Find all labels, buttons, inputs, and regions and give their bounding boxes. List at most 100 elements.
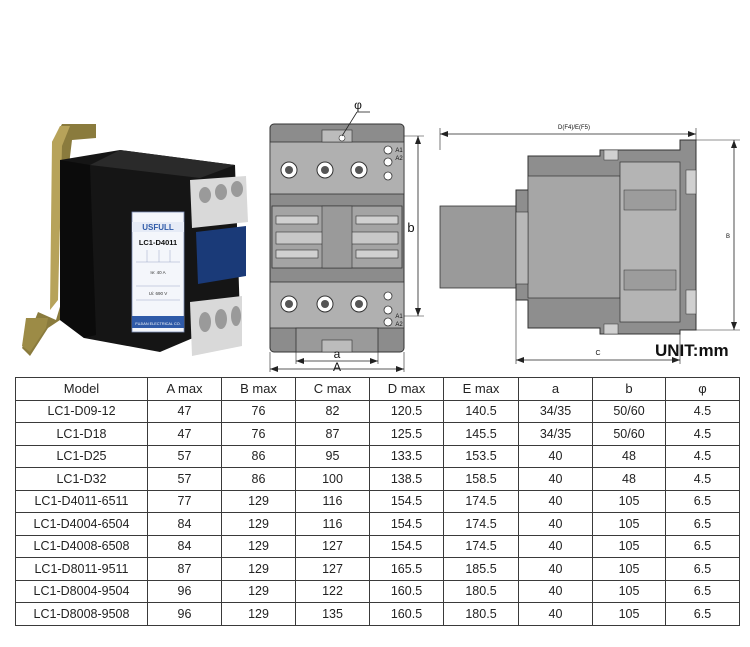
photo-maker-line: FUJIAN ELECTRICAL CO. bbox=[135, 322, 180, 326]
terminal-label-a1-top: A1 bbox=[395, 148, 403, 154]
model-cell: LC1-D4011-6511 bbox=[15, 489, 148, 513]
model-cell: LC1-D18 bbox=[15, 422, 148, 446]
table-cell: 174.5 bbox=[443, 489, 519, 513]
table-cell: 6.5 bbox=[665, 534, 740, 558]
table-cell: 105 bbox=[592, 512, 666, 536]
table-cell: 154.5 bbox=[369, 512, 444, 536]
table-cell: 50/60 bbox=[592, 399, 666, 423]
table-cell: 129 bbox=[221, 602, 296, 626]
table-cell: 105 bbox=[592, 534, 666, 558]
model-cell: LC1-D25 bbox=[15, 444, 148, 468]
table-cell: 77 bbox=[147, 489, 222, 513]
dim-label-phi: φ bbox=[354, 98, 362, 112]
photo-brand-label: USFULL bbox=[142, 223, 174, 232]
table-cell: 127 bbox=[295, 557, 370, 581]
front-view-drawing: A1 A2 A1 A2 φ b a A bbox=[269, 98, 424, 372]
table-cell: 4.5 bbox=[665, 444, 740, 468]
table-cell: 50/60 bbox=[592, 422, 666, 446]
table-cell: 116 bbox=[295, 489, 370, 513]
contactor-photo: USFULL LC1-D4011 Ie: 40 A Ui: 690 V FUJI… bbox=[22, 124, 248, 356]
table-cell: 100 bbox=[295, 467, 370, 491]
dim-label-b: b bbox=[407, 220, 414, 235]
table-cell: 133.5 bbox=[369, 444, 444, 468]
terminal-label-a2-top: A2 bbox=[395, 156, 403, 162]
table-cell: 185.5 bbox=[443, 557, 519, 581]
table-cell: 129 bbox=[221, 579, 296, 603]
table-cell: 105 bbox=[592, 602, 666, 626]
table-cell: 48 bbox=[592, 444, 666, 468]
table-cell: 145.5 bbox=[443, 422, 519, 446]
table-cell: 4.5 bbox=[665, 422, 740, 446]
table-cell: 86 bbox=[221, 444, 296, 468]
table-cell: 57 bbox=[147, 467, 222, 491]
table-cell: 95 bbox=[295, 444, 370, 468]
column-header: B max bbox=[221, 377, 296, 401]
model-cell: LC1-D4004-6504 bbox=[15, 512, 148, 536]
column-header: E max bbox=[443, 377, 519, 401]
dim-label-A: A bbox=[333, 360, 341, 372]
table-cell: 160.5 bbox=[369, 579, 444, 603]
column-header: C max bbox=[295, 377, 370, 401]
table-cell: 154.5 bbox=[369, 534, 444, 558]
table-cell: 87 bbox=[295, 422, 370, 446]
table-cell: 129 bbox=[221, 534, 296, 558]
table-cell: 40 bbox=[518, 444, 593, 468]
table-cell: 40 bbox=[518, 467, 593, 491]
table-cell: 40 bbox=[518, 602, 593, 626]
dim-label-d-e: D(F4)/E(F5) bbox=[558, 125, 590, 131]
table-cell: 6.5 bbox=[665, 489, 740, 513]
table-cell: 165.5 bbox=[369, 557, 444, 581]
table-cell: 6.5 bbox=[665, 512, 740, 536]
table-cell: 6.5 bbox=[665, 579, 740, 603]
table-cell: 82 bbox=[295, 399, 370, 423]
table-cell: 180.5 bbox=[443, 602, 519, 626]
table-cell: 129 bbox=[221, 557, 296, 581]
table-cell: 40 bbox=[518, 512, 593, 536]
photo-spec-line-1: Ie: 40 A bbox=[150, 270, 165, 275]
model-cell: LC1-D32 bbox=[15, 467, 148, 491]
table-cell: 34/35 bbox=[518, 399, 593, 423]
table-cell: 129 bbox=[221, 489, 296, 513]
table-cell: 48 bbox=[592, 467, 666, 491]
table-cell: 129 bbox=[221, 512, 296, 536]
unit-label: UNIT:mm bbox=[655, 341, 729, 360]
side-view-drawing: D(F4)/E(F5) B C bbox=[439, 125, 740, 364]
table-cell: 160.5 bbox=[369, 602, 444, 626]
table-cell: 76 bbox=[221, 399, 296, 423]
table-cell: 135 bbox=[295, 602, 370, 626]
table-cell: 127 bbox=[295, 534, 370, 558]
table-cell: 40 bbox=[518, 489, 593, 513]
table-cell: 180.5 bbox=[443, 579, 519, 603]
table-cell: 120.5 bbox=[369, 399, 444, 423]
table-cell: 125.5 bbox=[369, 422, 444, 446]
table-cell: 84 bbox=[147, 512, 222, 536]
terminal-label-a1-bottom: A1 bbox=[395, 314, 403, 320]
table-cell: 6.5 bbox=[665, 557, 740, 581]
column-header: a bbox=[518, 377, 593, 401]
table-cell: 40 bbox=[518, 579, 593, 603]
table-cell: 105 bbox=[592, 579, 666, 603]
column-header: D max bbox=[369, 377, 444, 401]
table-cell: 153.5 bbox=[443, 444, 519, 468]
model-cell: LC1-D4008-6508 bbox=[15, 534, 148, 558]
table-cell: 122 bbox=[295, 579, 370, 603]
table-cell: 140.5 bbox=[443, 399, 519, 423]
table-cell: 47 bbox=[147, 422, 222, 446]
table-cell: 105 bbox=[592, 557, 666, 581]
photo-model-label: LC1-D4011 bbox=[139, 238, 177, 247]
table-cell: 34/35 bbox=[518, 422, 593, 446]
photo-spec-line-2: Ui: 690 V bbox=[149, 291, 168, 296]
dim-label-C: C bbox=[595, 350, 600, 357]
dim-label-a: a bbox=[334, 347, 341, 361]
table-cell: 40 bbox=[518, 534, 593, 558]
table-cell: 174.5 bbox=[443, 534, 519, 558]
